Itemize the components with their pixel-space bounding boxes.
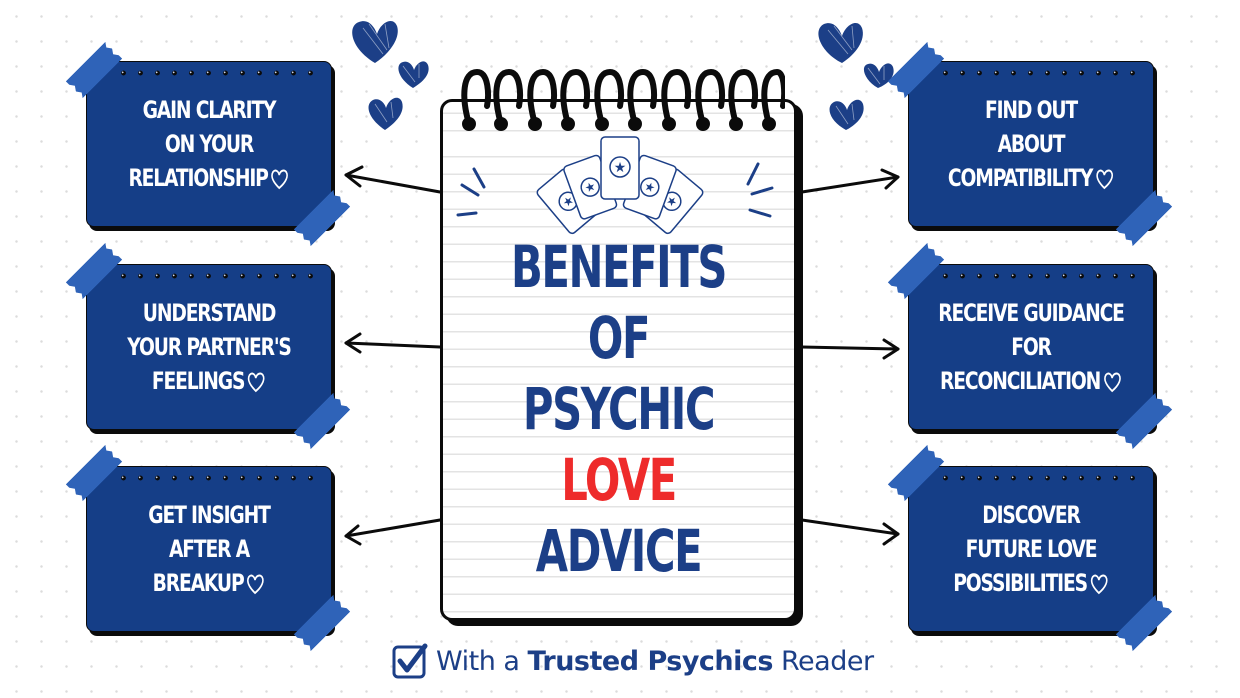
footer-suffix: Reader [780, 645, 874, 677]
benefit-card-compatibility: FIND OUT ABOUT COMPATIBILITY [908, 61, 1154, 227]
benefit-card-future-love: DISCOVER FUTURE LOVE POSSIBILITIES [908, 466, 1154, 632]
svg-text:★: ★ [642, 179, 657, 196]
headline-title: BENEFITS OF PSYCHIC LOVE ADVICE [440, 232, 797, 587]
heart-outline-icon [247, 372, 265, 393]
arrow-left-3-icon [344, 518, 442, 546]
scribble-heart-icon [818, 22, 894, 130]
heart-outline-icon [1095, 169, 1113, 190]
card-text: DISCOVER FUTURE LOVE POSSIBILITIES [909, 498, 1153, 600]
arrow-left-1-icon [344, 165, 442, 194]
footer-tagline: With a Trusted Psychics Reader [392, 641, 874, 681]
binder-holes [937, 475, 1143, 481]
card-text: RECEIVE GUIDANCE FOR RECONCILIATION [938, 299, 1125, 395]
card-text: GAIN CLARITY ON YOUR RELATIONSHIP [87, 93, 331, 195]
binder-holes [115, 475, 321, 481]
footer-brand: Trusted Psychics [527, 645, 773, 677]
benefit-card-breakup: GET INSIGHT AFTER A BREAKUP [86, 466, 332, 632]
scribble-hearts-left [352, 20, 429, 130]
benefit-card-reconciliation: RECEIVE GUIDANCE FOR RECONCILIATION [908, 264, 1154, 430]
arrow-right-2-icon [800, 338, 900, 360]
benefit-card-clarity: GAIN CLARITY ON YOUR RELATIONSHIP [86, 61, 332, 227]
card-text: UNDERSTAND YOUR PARTNER'S FEELINGS [127, 299, 292, 395]
binder-holes [937, 70, 1143, 76]
spiral-binding-icon [461, 68, 785, 131]
svg-text:★: ★ [614, 160, 627, 176]
svg-text:★: ★ [583, 179, 598, 196]
heart-outline-icon [1090, 574, 1108, 595]
tarot-cards-fan-icon: ★ ★ ★ ★ ★ [536, 136, 704, 235]
arrow-right-3-icon [800, 518, 900, 546]
arrow-left-2-icon [344, 332, 442, 354]
footer-prefix: With a [436, 645, 520, 677]
binder-holes [115, 273, 321, 279]
binder-holes [937, 273, 1143, 279]
binder-holes [115, 70, 321, 76]
heart-outline-icon [247, 574, 264, 595]
sparkle-lines-left-icon [456, 167, 486, 217]
heart-outline-icon [1103, 372, 1121, 393]
heart-outline-icon [271, 169, 289, 190]
benefit-card-partner-feelings: UNDERSTAND YOUR PARTNER'S FEELINGS [86, 264, 332, 430]
sparkle-lines-right-icon [746, 162, 774, 218]
arrow-right-1-icon [800, 168, 900, 194]
checkbox-check-icon [392, 643, 428, 679]
card-text: FIND OUT ABOUT COMPATIBILITY [909, 93, 1153, 195]
scribble-hearts-right [818, 22, 894, 130]
card-text: GET INSIGHT AFTER A BREAKUP [148, 501, 271, 597]
highlight-word-love: LOVE [561, 446, 677, 514]
